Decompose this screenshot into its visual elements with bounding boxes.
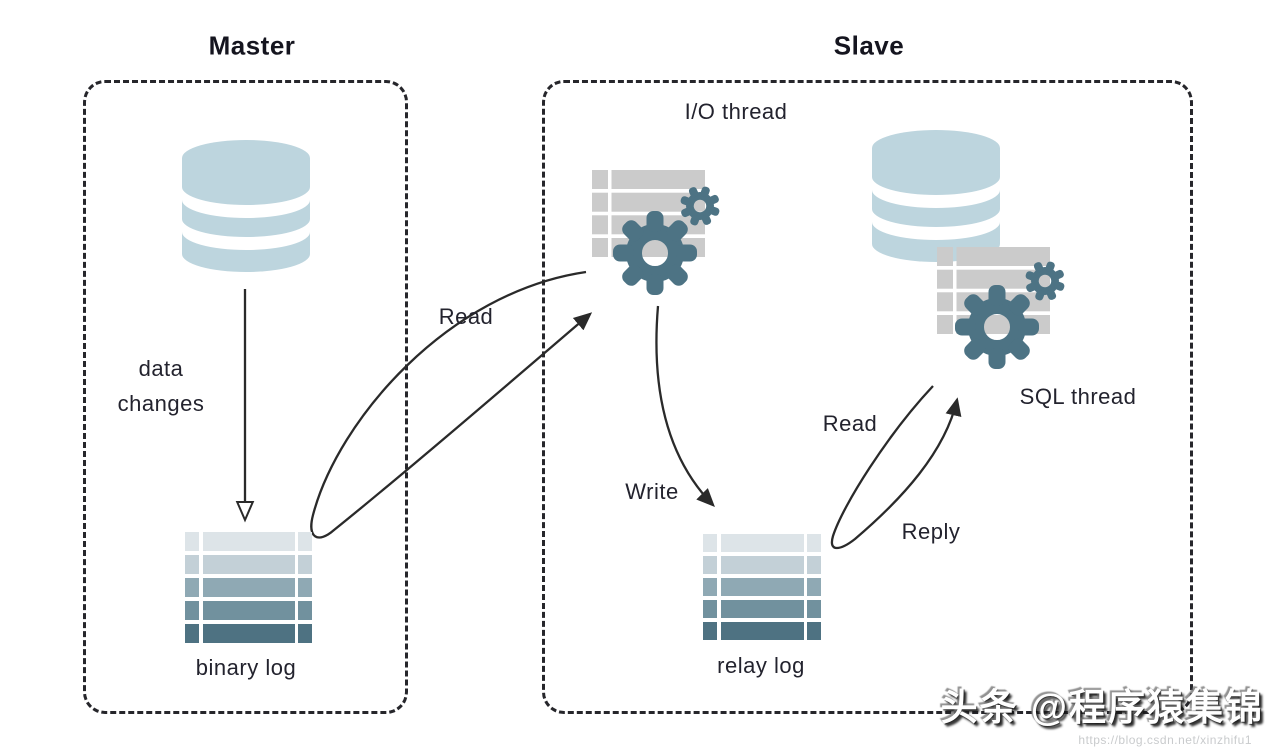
log-row: [185, 554, 312, 575]
read-binlog-arrow: [310, 270, 593, 539]
sql-thread-label: SQL thread: [1019, 384, 1137, 409]
data-changes-label-line2: changes: [117, 391, 205, 416]
slave-title: Slave: [833, 30, 905, 61]
io-thread-icon: [592, 170, 725, 299]
slave-box: [542, 80, 1193, 714]
watermark-subtext: https://blog.csdn.net/xinzhifu1: [1078, 733, 1252, 747]
log-row: [703, 599, 821, 619]
binary-log-label: binary log: [195, 655, 297, 680]
read-relay-label: Read: [822, 411, 878, 436]
log-row: [185, 577, 312, 598]
log-row: [185, 600, 312, 621]
log-row: [185, 623, 312, 644]
hollow-arrowhead: [235, 501, 255, 523]
data-changes-label-line1: data: [138, 356, 184, 381]
log-row: [703, 577, 821, 597]
relay-log-label: relay log: [717, 653, 805, 678]
log-row: [703, 621, 821, 641]
write-arrow: [655, 305, 715, 507]
reply-label: Reply: [901, 519, 961, 544]
sql-thread-icon: [872, 130, 1076, 378]
log-row: [185, 532, 312, 552]
binary-log-icon: [185, 532, 312, 644]
io-thread-label: I/O thread: [684, 99, 788, 124]
log-row: [703, 555, 821, 575]
write-label: Write: [625, 479, 679, 504]
log-row: [703, 534, 821, 553]
read-binlog-label: Read: [438, 304, 494, 329]
read-reply-arrow: [830, 385, 962, 550]
master-box: [83, 80, 408, 714]
master-title: Master: [208, 30, 296, 61]
relay-log-icon: [703, 534, 821, 641]
slave-database-icon: [872, 130, 1000, 262]
watermark-text: 头条 @程序猿集锦: [940, 687, 1264, 728]
